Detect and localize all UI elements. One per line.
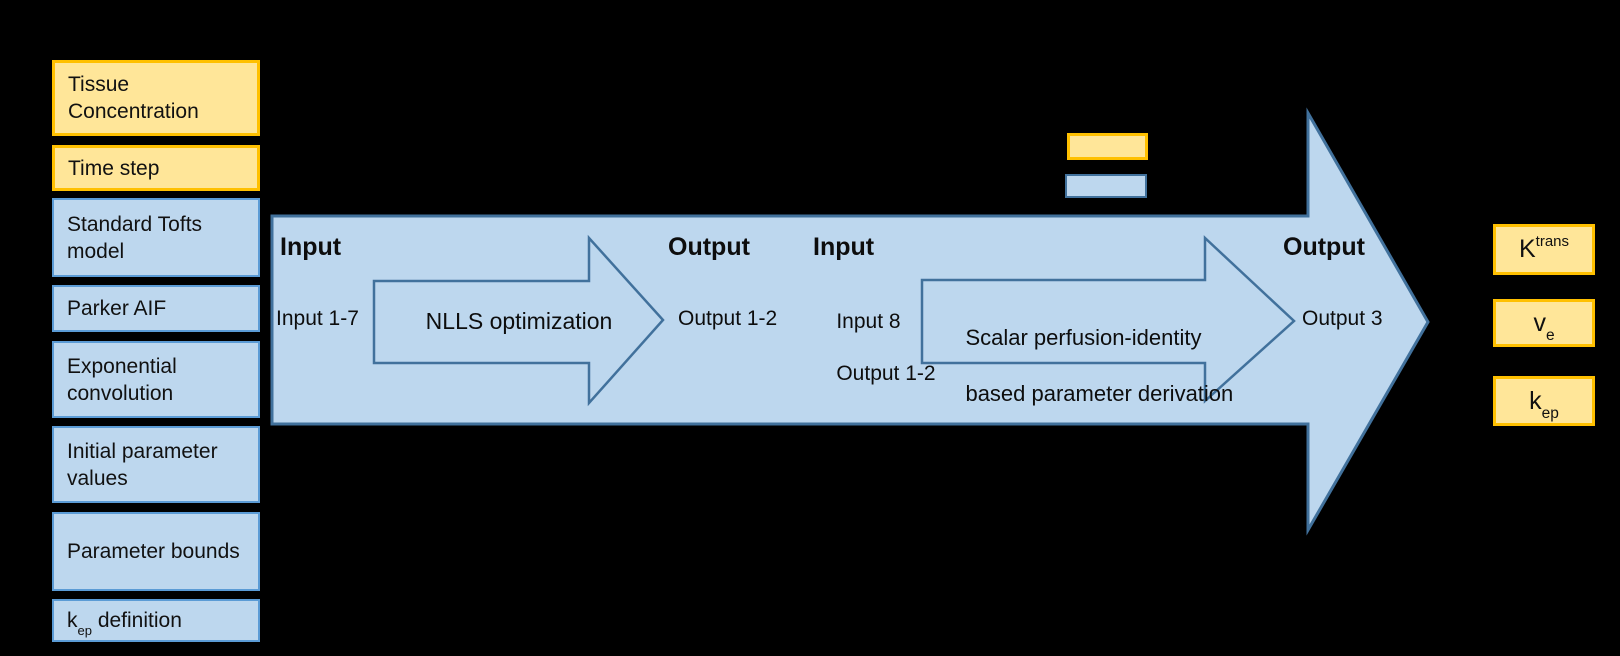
input-box-tissue-concentration: Tissue Concentration (52, 60, 260, 136)
input-box-exponential-convolution: Exponential convolution (52, 341, 260, 418)
stage1-output-detail: Output 1-2 (678, 307, 778, 330)
stage2-process-label: Scalar perfusion-identity based paramete… (941, 296, 1233, 436)
main-pipeline-arrow (270, 107, 1430, 536)
output-box-label: ve (1533, 308, 1555, 345)
stage1-input-detail: Input 1-7 (276, 307, 359, 330)
legend-blue-swatch-icon (1065, 174, 1147, 198)
stage2-input-heading: Input (813, 233, 875, 261)
input-box-standard-tofts-model: Standard Tofts model (52, 198, 260, 277)
input-box-label: Initial parameter values (67, 439, 218, 490)
stage2-process-line1: Scalar perfusion-identity (965, 325, 1202, 350)
input-box-label: Tissue Concentration (68, 73, 199, 123)
input-box-parker-aif: Parker AIF (52, 285, 260, 332)
stage2-output-detail: Output 3 (1302, 307, 1383, 330)
input-box-label: kep definition (67, 609, 182, 639)
stage2-output-heading: Output (1283, 233, 1365, 261)
output-box-label: Ktrans (1518, 233, 1570, 263)
nlls-process-arrow (372, 234, 665, 407)
input-box-label: Parker AIF (67, 297, 167, 320)
input-box-label: Parameter bounds (67, 540, 240, 563)
output-box-ve: ve (1493, 299, 1595, 347)
input-box-label: Exponential convolution (67, 354, 177, 405)
input-box-label: Time step (68, 156, 160, 180)
input-box-label: Standard Tofts model (67, 212, 203, 263)
scalar-derivation-process-arrow (920, 235, 1296, 404)
stage1-input-heading: Input (280, 233, 342, 261)
output-box-kep: kep (1493, 376, 1595, 426)
input-box-time-step: Time step (52, 145, 260, 191)
stage2-input-detail-line1: Input 8 (836, 310, 901, 333)
stage2-process-line2: based parameter derivation (965, 381, 1234, 406)
stage1-process-label: NLLS optimization (425, 308, 613, 334)
input-box-parameter-bounds: Parameter bounds (52, 512, 260, 591)
input-box-kep-definition: kep definition (52, 599, 260, 642)
stage2-input-detail-line2: Output 1-2 (836, 362, 936, 385)
stage2-input-detail: Input 8 Output 1-2 (813, 283, 936, 413)
output-box-ktrans: Ktrans (1493, 224, 1595, 275)
stage1-output-heading: Output (668, 233, 750, 261)
legend-yellow-swatch-icon (1067, 133, 1148, 160)
input-box-initial-parameter-values: Initial parameter values (52, 426, 260, 503)
output-box-label: kep (1529, 386, 1559, 423)
